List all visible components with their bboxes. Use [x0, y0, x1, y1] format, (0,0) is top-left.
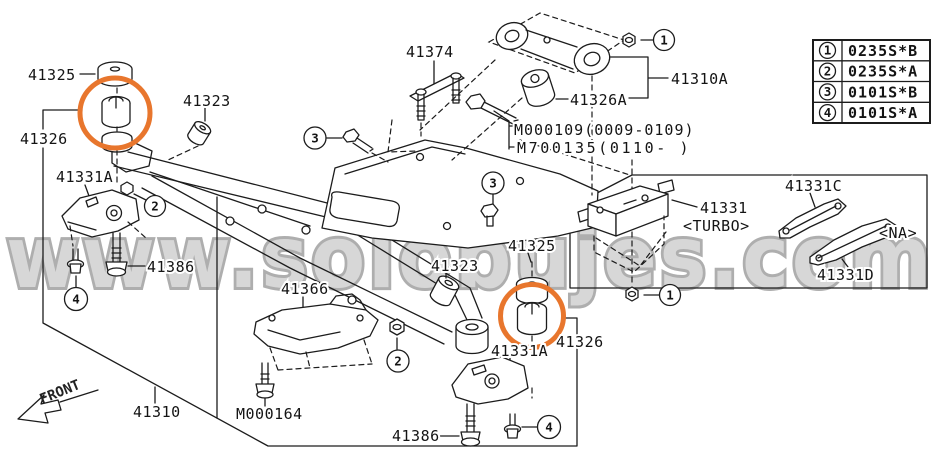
part-41374-bracket	[387, 60, 465, 153]
bolt-callout3-left	[326, 128, 389, 163]
bracket-41331D	[809, 218, 898, 268]
bushing-stack-top-left	[77, 61, 153, 186]
label-41386-left: 41386	[147, 258, 195, 276]
label-41374: 41374	[406, 43, 454, 61]
label-M000109: M000109(0009-0109)	[514, 121, 694, 139]
legend-code-3: 0101S*B	[848, 83, 918, 101]
svg-text:4: 4	[545, 420, 553, 435]
svg-text:2: 2	[824, 63, 832, 78]
crossmember-41310-drawing	[111, 139, 634, 345]
callout-4-left: 4	[63, 286, 89, 312]
label-M700135: M700135(0110- )	[517, 139, 689, 157]
legend-row-2: 2 0235S*A	[818, 62, 918, 81]
part-41323-top	[167, 107, 212, 161]
callout-1-top: 1	[652, 28, 676, 52]
bracket-41331A-left	[61, 181, 147, 288]
callout-1-bottom: 1	[658, 283, 682, 307]
svg-text:2: 2	[394, 354, 402, 369]
label-41331: 41331	[700, 199, 748, 217]
bolt-callout3-right	[480, 193, 499, 227]
label-41331A-bottom: 41331A	[491, 342, 548, 360]
legend-row-4: 4 0101S*A	[818, 103, 918, 122]
label-41325-top: 41325	[28, 66, 76, 84]
label-front: FRONT	[38, 377, 83, 408]
bushing-stack-bottom	[429, 252, 566, 447]
callout-4-right: 4	[536, 414, 562, 440]
label-turbo: <TURBO>	[683, 217, 750, 235]
legend-code-1: 0235S*B	[848, 42, 918, 60]
svg-text:4: 4	[72, 292, 80, 307]
svg-text:1: 1	[666, 288, 674, 303]
label-41326A: 41326A	[570, 91, 627, 109]
label-41326-top: 41326	[20, 130, 68, 148]
legend-code-2: 0235S*A	[848, 63, 918, 81]
mount-41310A-assembly	[419, 12, 669, 287]
nut-callout2-bottom	[389, 318, 405, 350]
label-41386-bottom: 41386	[392, 427, 440, 445]
label-41310A: 41310A	[671, 70, 728, 88]
label-41331D: 41331D	[817, 266, 874, 284]
legend-table: 1 0235S*B 2 0235S*A 3 0101S*B 4 0101S*A	[812, 39, 931, 124]
label-41323-top: 41323	[183, 92, 231, 110]
label-41326-bottom: 41326	[556, 333, 604, 351]
label-41323-bottom: 41323	[431, 257, 479, 275]
part-41326A-bushing	[520, 69, 556, 107]
front-arrow	[17, 389, 99, 424]
legend-code-4: 0101S*A	[848, 104, 918, 122]
callout-2-left: 2	[143, 194, 167, 218]
label-41366: 41366	[281, 280, 329, 298]
label-41325-bottom: 41325	[508, 237, 556, 255]
svg-text:2: 2	[151, 199, 159, 214]
svg-text:1: 1	[660, 33, 668, 48]
label-41310: 41310	[133, 403, 181, 421]
highlight-circle-bottom	[498, 282, 566, 350]
legend-row-1: 1 0235S*B	[818, 41, 918, 60]
callout-2-center: 2	[386, 349, 410, 373]
legend-row-3: 3 0101S*B	[818, 83, 918, 101]
label-41331A-top: 41331A	[56, 168, 113, 186]
bracket-41331C	[778, 192, 847, 239]
label-41331C: 41331C	[785, 177, 842, 195]
label-na: <NA>	[879, 224, 917, 242]
callout-3-left: 3	[303, 126, 327, 150]
callout-3-right: 3	[481, 171, 505, 195]
svg-text:3: 3	[489, 176, 497, 191]
svg-text:1: 1	[824, 43, 832, 58]
svg-text:3: 3	[311, 131, 319, 146]
label-M000164: M000164	[236, 405, 303, 423]
bracket-41366	[253, 293, 379, 407]
bracket-41331-turbo	[519, 139, 698, 302]
svg-text:4: 4	[824, 105, 832, 120]
highlight-circle-top	[77, 75, 153, 151]
svg-text:3: 3	[824, 84, 832, 99]
callout-circles: 1 1 2 2 3 3 4 4	[63, 28, 682, 440]
